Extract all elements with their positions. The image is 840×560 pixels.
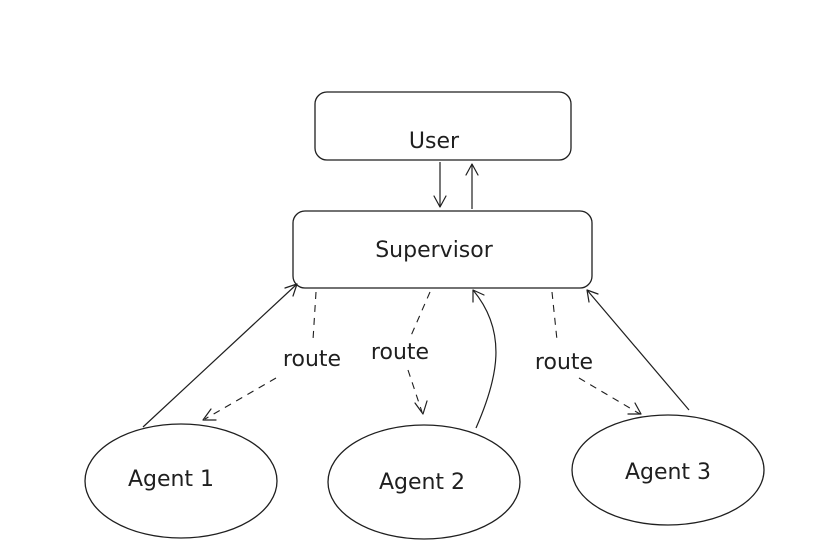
user-box <box>314 91 572 161</box>
agent-1-oval <box>84 423 278 539</box>
agent-3-node: Agent 3 <box>571 414 765 526</box>
supervisor-box <box>292 210 593 289</box>
route-to-agent-2-arrow <box>407 291 431 415</box>
supervisor-node: Supervisor <box>292 210 593 289</box>
agent-1-node: Agent 1 <box>84 423 278 539</box>
supervisor-to-user-arrow <box>465 163 479 209</box>
user-label: User <box>409 129 460 154</box>
route-label-3: route <box>535 350 593 375</box>
agent-1-label: Agent 1 <box>128 467 214 492</box>
route-to-agent-1-arrow <box>202 291 317 421</box>
agent-2-label: Agent 2 <box>379 470 465 495</box>
supervisor-label: Supervisor <box>375 238 494 263</box>
route-label-1: route <box>283 347 341 372</box>
agent-1-to-supervisor-arrow <box>142 283 298 428</box>
agent-2-oval <box>327 424 521 540</box>
route-to-agent-3-arrow <box>551 291 642 415</box>
user-node: User <box>314 91 572 161</box>
agent-3-label: Agent 3 <box>625 460 711 485</box>
agent-3-to-supervisor-arrow <box>586 289 690 411</box>
route-label-2: route <box>371 340 429 365</box>
agent-2-node: Agent 2 <box>327 424 521 540</box>
agent-3-oval <box>571 414 765 526</box>
agent-2-to-supervisor-arrow <box>472 289 497 429</box>
user-to-supervisor-arrow <box>433 162 447 208</box>
